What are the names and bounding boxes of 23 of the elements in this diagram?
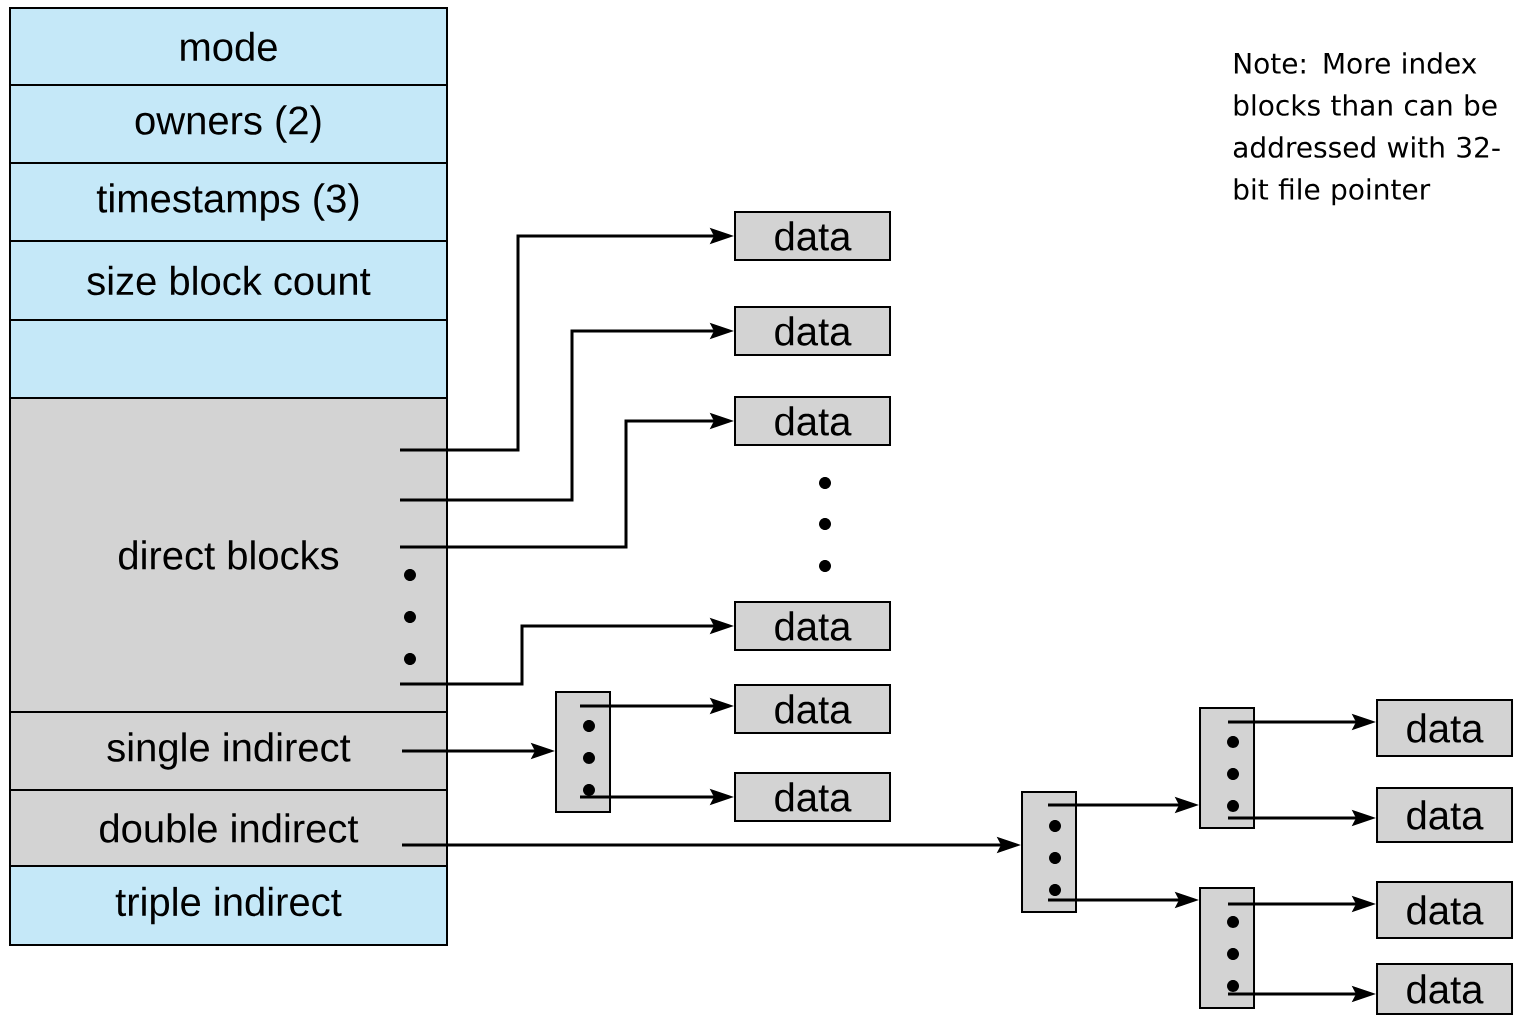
data-block: data bbox=[734, 396, 891, 446]
data-block: data bbox=[1376, 699, 1513, 757]
data-block: data bbox=[734, 772, 891, 822]
note-text: Note: More index blocks than can be addressed with 32-bit file pointer bbox=[1233, 52, 1500, 206]
table-cell: single indirect bbox=[9, 711, 448, 791]
table-cell: triple indirect bbox=[9, 865, 448, 946]
data-block: data bbox=[734, 601, 891, 651]
data-block: data bbox=[734, 684, 891, 734]
table-cell: owners (2) bbox=[9, 84, 448, 164]
data-block: data bbox=[734, 306, 891, 356]
index-block bbox=[1199, 707, 1255, 829]
table-cell: double indirect bbox=[9, 789, 448, 867]
data-block: data bbox=[734, 211, 891, 261]
index-block bbox=[1021, 791, 1077, 913]
table-cell: timestamps (3) bbox=[9, 162, 448, 242]
index-block bbox=[555, 691, 611, 813]
index-block bbox=[1199, 887, 1255, 1009]
data-block: data bbox=[1376, 963, 1513, 1015]
table-cell: size block count bbox=[9, 240, 448, 321]
data-block: data bbox=[1376, 881, 1513, 939]
table-cell: mode bbox=[9, 7, 448, 86]
table-cell bbox=[9, 319, 448, 399]
data-block: data bbox=[1376, 787, 1513, 843]
